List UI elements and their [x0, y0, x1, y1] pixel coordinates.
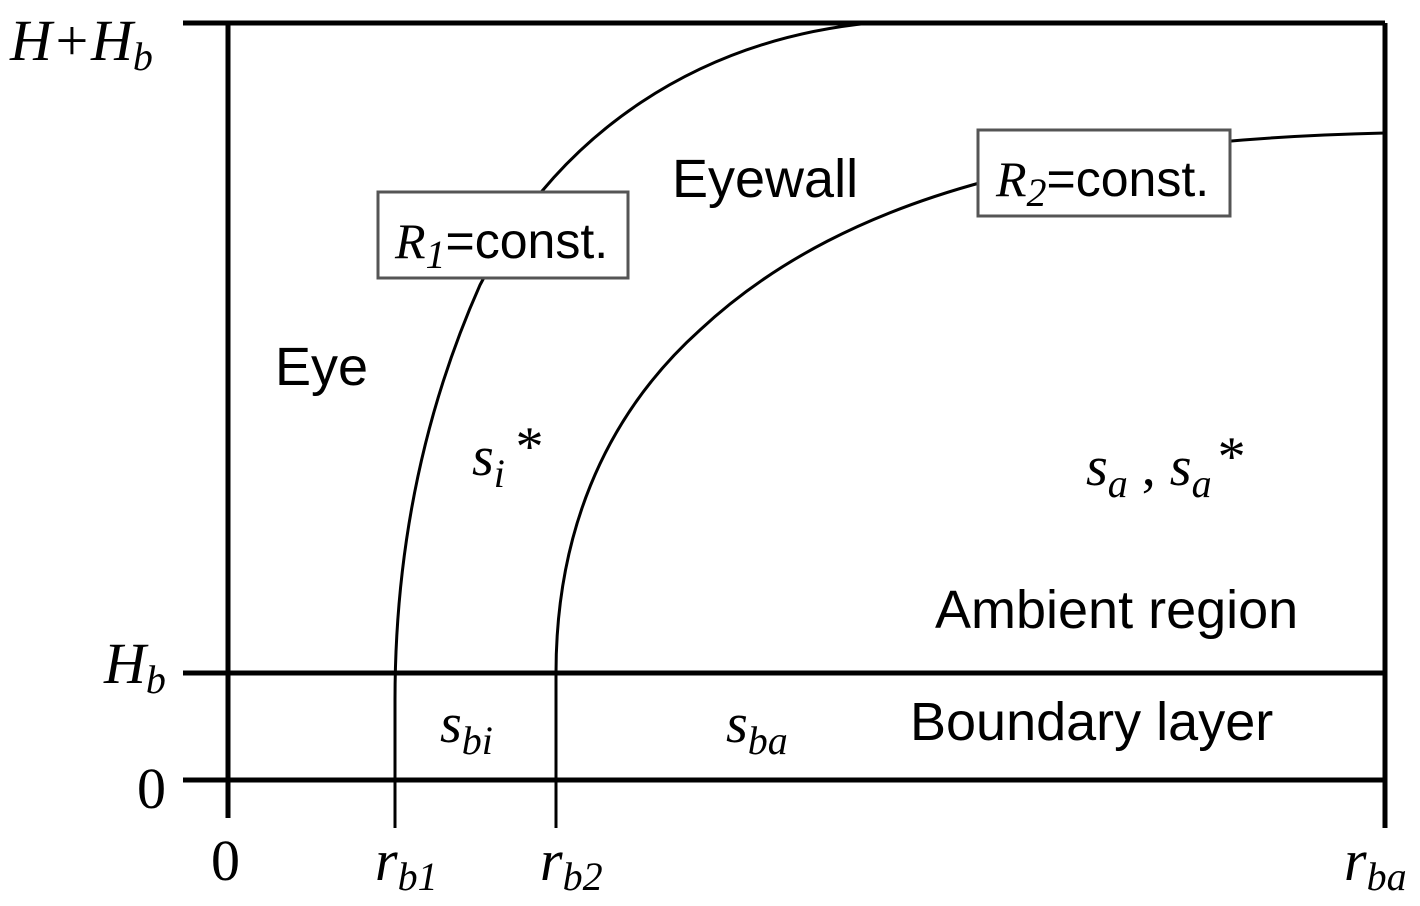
var-sbi: sbi	[440, 693, 493, 763]
x-label-rb2: rb2	[540, 828, 603, 899]
region-ambient: Ambient region	[935, 580, 1298, 640]
r1-box-label: R1=const.	[394, 213, 608, 277]
x-label-rb1: rb1	[375, 828, 438, 899]
r2-box-label: R2=const.	[995, 151, 1209, 215]
var-si-star: si*	[472, 416, 541, 496]
r1-box-border	[376, 190, 630, 280]
frame	[183, 20, 1388, 828]
r2-const-box: R2=const.	[976, 128, 1232, 218]
x-label-zero: 0	[211, 828, 240, 893]
r1-curve	[393, 21, 871, 828]
r1-const-box: R1=const.	[376, 190, 630, 280]
r2-box-border	[976, 128, 1232, 218]
var-sba: sba	[726, 693, 788, 763]
y-label-hb: Hb	[103, 631, 166, 702]
region-eyewall: Eyewall	[672, 149, 858, 209]
region-boundary-layer: Boundary layer	[910, 692, 1273, 752]
var-sa-pair: sa , sa*	[1086, 426, 1246, 506]
x-label-rba: rba	[1344, 828, 1407, 899]
y-label-top: H+Hb	[9, 8, 153, 79]
y-label-zero: 0	[137, 756, 166, 821]
region-eye: Eye	[275, 337, 368, 397]
